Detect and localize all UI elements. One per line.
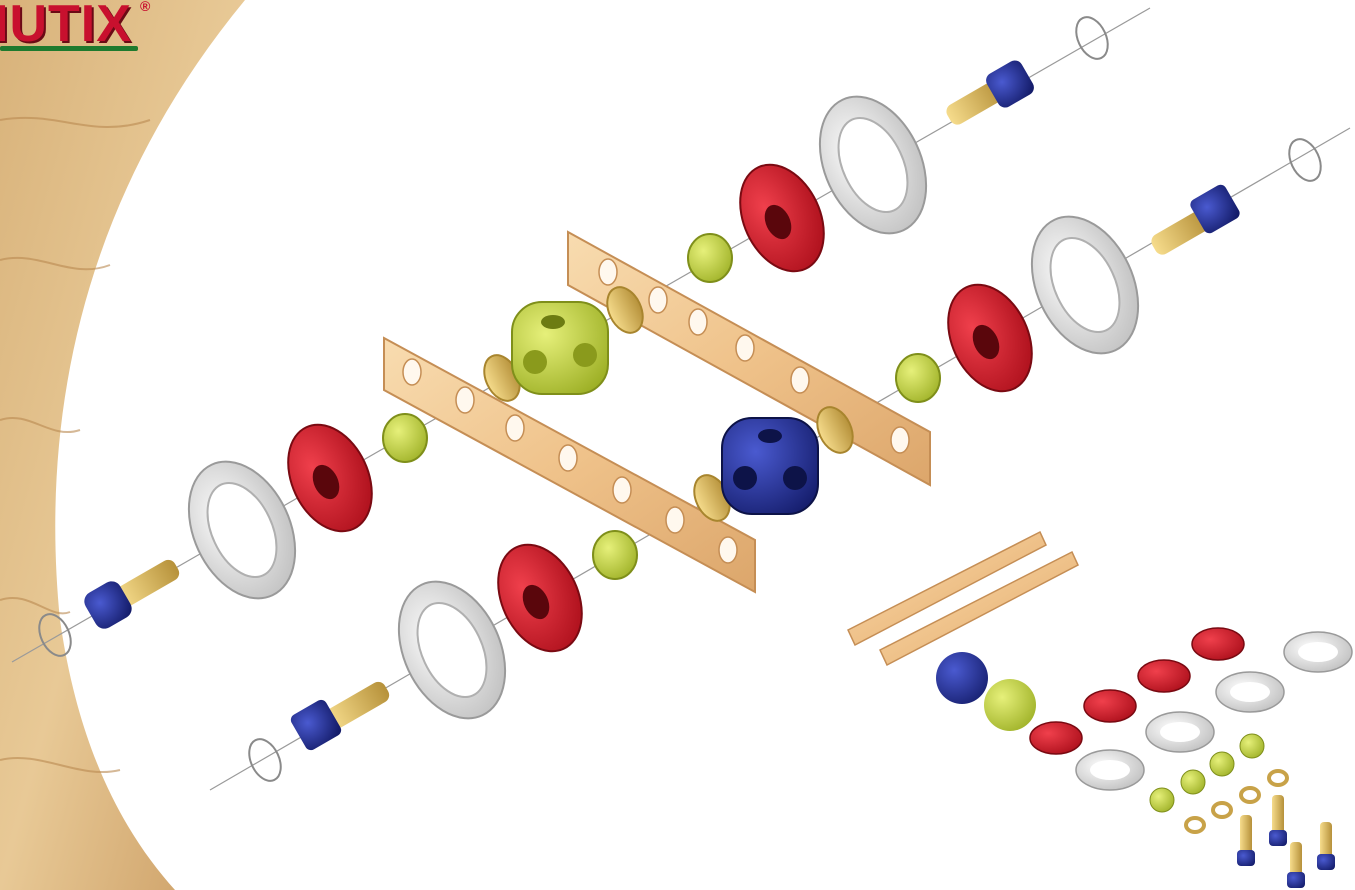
brand-underline bbox=[0, 46, 138, 51]
wheel-icon bbox=[287, 163, 1033, 653]
parts-overview bbox=[847, 530, 1353, 888]
wood-background bbox=[0, 0, 245, 890]
wooden-plank-icon bbox=[383, 230, 931, 594]
bushing-icon bbox=[382, 233, 941, 580]
wood-grain-lines bbox=[0, 116, 151, 774]
washer-icon bbox=[483, 286, 854, 522]
brand-name: IUTIX bbox=[0, 0, 132, 53]
registered-mark: ® bbox=[140, 0, 151, 14]
cube-connector-icon bbox=[511, 301, 819, 515]
tire-ring-icon bbox=[187, 95, 1140, 720]
screw-icon bbox=[946, 60, 1240, 255]
screw-icon bbox=[84, 559, 390, 751]
rotation-arrow-icon bbox=[38, 16, 1322, 782]
